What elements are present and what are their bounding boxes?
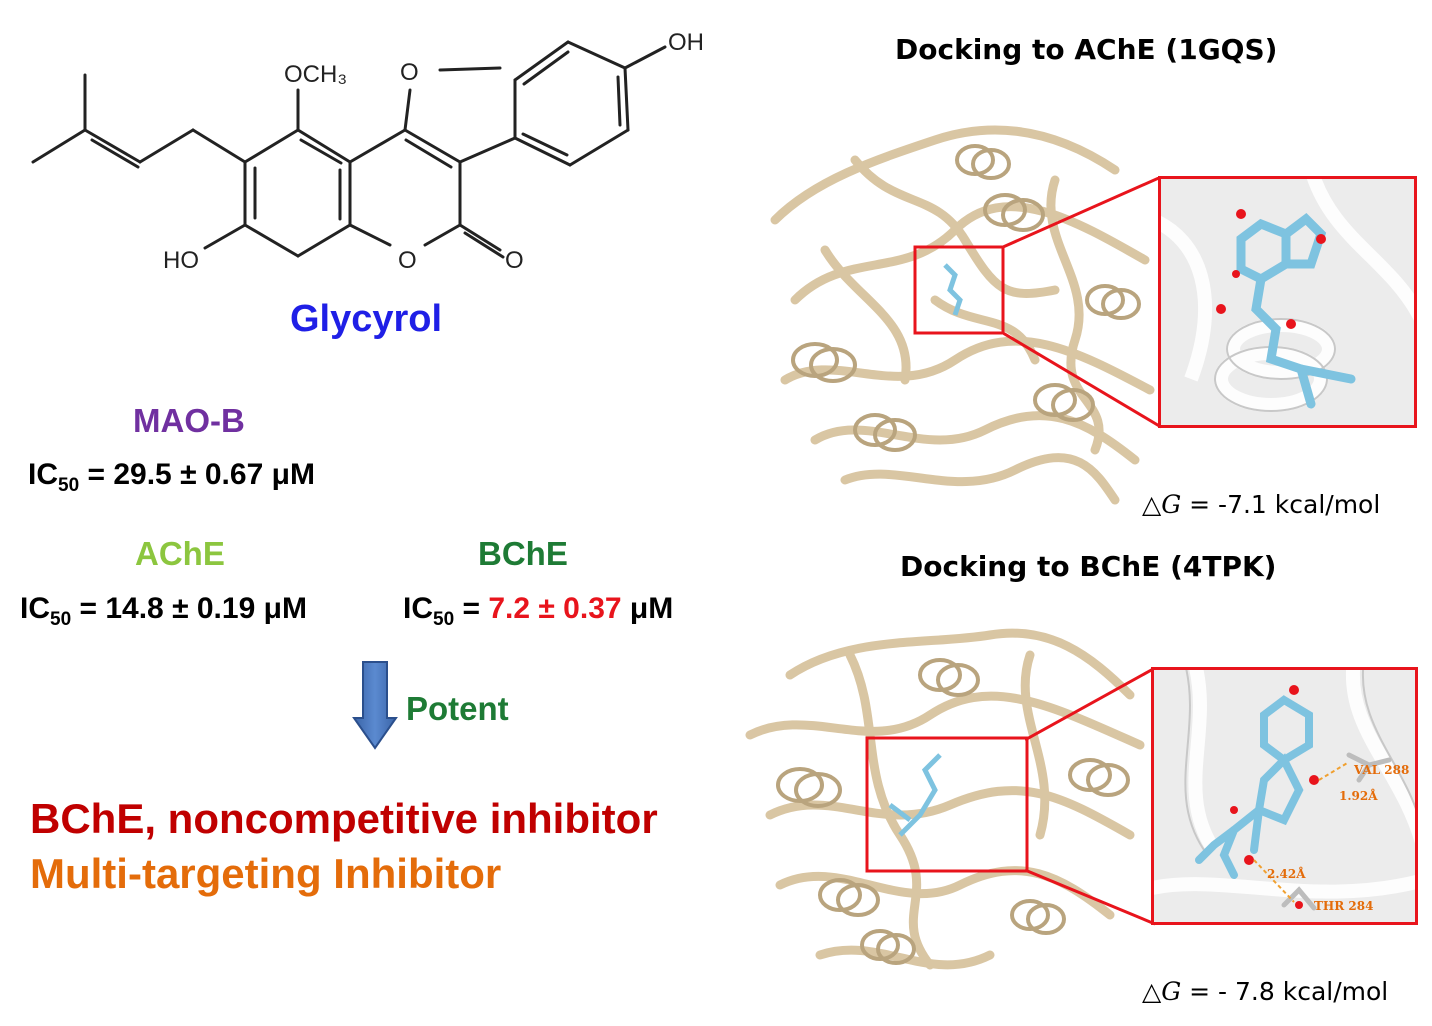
maob-label: MAO-B (133, 402, 245, 439)
val288-label: VAL 288 (1353, 763, 1409, 777)
ache-protein-ribbon (770, 125, 1155, 505)
docking-bche-title: Docking to BChE (4TPK) (900, 550, 1277, 583)
lactone-oxygen-label: O (398, 247, 417, 274)
bche-ic50: IC50 = 7.2 ± 0.37 μM (403, 592, 674, 630)
furan-oxygen-label: O (400, 59, 419, 86)
methoxy-label: OCH₃ (284, 61, 347, 88)
bche-label: BChE (478, 535, 568, 572)
conclusion-line1: BChE, noncompetitive inhibitor (30, 795, 658, 842)
docking-ache-title: Docking to AChE (1GQS) (895, 33, 1278, 66)
potent-label: Potent (406, 690, 509, 727)
conclusion-line2: Multi-targeting Inhibitor (30, 850, 502, 897)
carbonyl-oxygen-label: O (505, 247, 524, 274)
bche-delta-g: △G = - 7.8 kcal/mol (1142, 977, 1389, 1006)
hydroxyl-top-label: OH (668, 29, 704, 56)
bche-binding-inset: VAL 288 1.92Å 2.42Å THR 284 (1151, 667, 1418, 925)
down-arrow-icon (352, 661, 398, 750)
ache-binding-inset (1158, 176, 1417, 428)
distance-2-label: 2.42Å (1267, 866, 1306, 881)
distance-1-label: 1.92Å (1339, 788, 1378, 803)
thr284-label: THR 284 (1314, 899, 1373, 913)
glycyrol-structure: OCH₃ O OH HO O O (31, 29, 704, 274)
maob-ic50: IC50 = 29.5 ± 0.67 μM (28, 458, 315, 496)
compound-name: Glycyrol (290, 298, 443, 340)
ache-zoom-lines (1003, 177, 1162, 429)
hydroxyl-left-label: HO (163, 247, 199, 274)
bche-zoom-lines (1025, 668, 1156, 926)
ache-label: AChE (135, 535, 225, 572)
ache-ic50: IC50 = 14.8 ± 0.19 μM (20, 592, 307, 630)
ache-delta-g: △G = -7.1 kcal/mol (1142, 490, 1381, 519)
bche-protein-ribbon (745, 628, 1145, 970)
